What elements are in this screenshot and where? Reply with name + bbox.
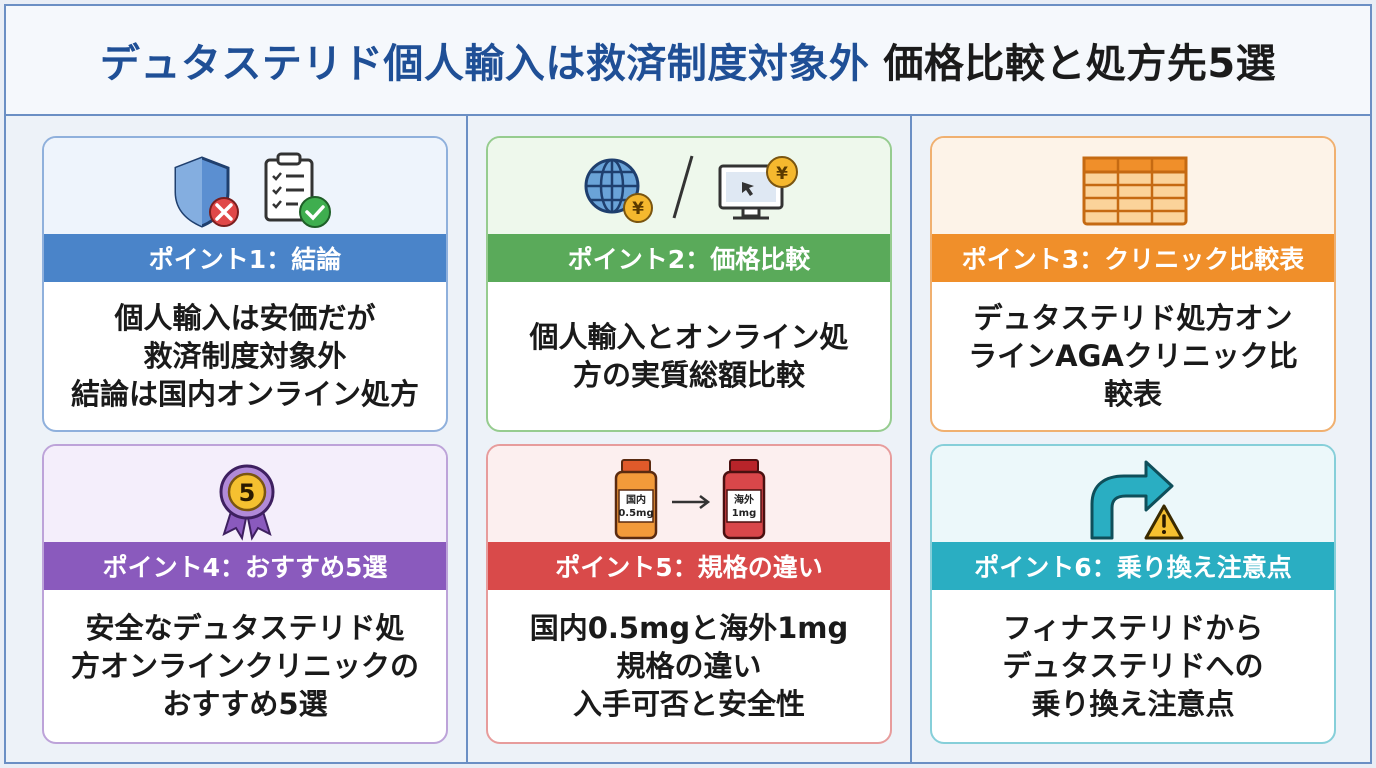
computer-yen-icon: ¥ [718, 156, 798, 220]
card-point-2: ¥ ¥ ポイント2：価格比較 個人輸入とオンライン処 方の実質総額比較 [486, 136, 892, 432]
title-part1: デュタステリド個人輸入は救済制度対象外 [99, 41, 870, 87]
card-body: フィナステリドから デュタステリドへの 乗り換え注意点 [932, 590, 1334, 742]
card-icon-area: 5 [44, 446, 446, 542]
card-band: ポイント3：クリニック比較表 [932, 234, 1334, 282]
checklist-check-icon [264, 152, 331, 228]
card-icon-area: 国内 0.5mg 海外 1mg [488, 446, 890, 542]
slash-divider [672, 155, 694, 219]
page-title: デュタステリド個人輸入は救済制度対象外価格比較と処方先5選 [100, 31, 1276, 89]
yen-symbol: ¥ [776, 164, 788, 184]
globe-yen-icon: ¥ [584, 158, 653, 223]
card-body: 国内0.5mgと海外1mg 規格の違い 入手可否と安全性 [488, 590, 890, 742]
warning-icon [1144, 504, 1184, 540]
card-body-text: 個人輸入は安価だが 救済制度対象外 結論は国内オンライン処方 [70, 300, 419, 412]
card-band: ポイント2：価格比較 [488, 234, 890, 282]
card-icon-area [932, 446, 1334, 542]
bottle-label-domestic: 国内 [626, 493, 646, 506]
shield-x-icon [174, 156, 239, 228]
card-band: ポイント1：結論 [44, 234, 446, 282]
yen-symbol: ¥ [632, 199, 644, 219]
arrow-right-icon [672, 495, 711, 509]
badge-number: 5 [239, 479, 256, 507]
turn-arrow-icon [1090, 460, 1174, 540]
card-body: デュタステリド処方オン ラインAGAクリニック比 較表 [932, 282, 1334, 430]
card-body-text: デュタステリド処方オン ラインAGAクリニック比 較表 [968, 300, 1298, 412]
title-part2: 価格比較と処方先5選 [883, 41, 1277, 87]
card-point-3: ポイント3：クリニック比較表 デュタステリド処方オン ラインAGAクリニック比 … [930, 136, 1336, 432]
card-body-text: 個人輸入とオンライン処 方の実質総額比較 [529, 319, 849, 392]
card-body: 個人輸入とオンライン処 方の実質総額比較 [488, 282, 890, 430]
card-icon-area [44, 138, 446, 234]
award-badge-icon: 5 [219, 464, 275, 541]
medicine-bottle-icon: 国内 0.5mg [614, 459, 658, 540]
header: デュタステリド個人輸入は救済制度対象外価格比較と処方先5選 [6, 6, 1370, 116]
card-point-6: ポイント6：乗り換え注意点 フィナステリドから デュタステリドへの 乗り換え注意… [930, 444, 1336, 744]
card-band: ポイント6：乗り換え注意点 [932, 542, 1334, 590]
bottle-label-domestic-dose: 0.5mg [618, 508, 653, 519]
card-point-4: 5 ポイント4：おすすめ5選 安全なデュタステリド処 方オンラインクリニックの … [42, 444, 448, 744]
card-point-1: ポイント1：結論 個人輸入は安価だが 救済制度対象外 結論は国内オンライン処方 [42, 136, 448, 432]
card-body: 安全なデュタステリド処 方オンラインクリニックの おすすめ5選 [44, 590, 446, 742]
card-body-text: フィナステリドから デュタステリドへの 乗り換え注意点 [1002, 610, 1264, 722]
bottle-label-overseas-dose: 1mg [732, 508, 757, 519]
card-point-5: 国内 0.5mg 海外 1mg ポイント5：規格の違い 国内0.5mgと海外1m… [486, 444, 892, 744]
column-divider [466, 116, 468, 764]
card-icon-area [932, 138, 1334, 234]
card-band: ポイント4：おすすめ5選 [44, 542, 446, 590]
bottle-label-overseas: 海外 [734, 493, 754, 506]
card-icon-area: ¥ ¥ [488, 138, 890, 234]
infographic-frame: デュタステリド個人輸入は救済制度対象外価格比較と処方先5選 [4, 4, 1372, 764]
card-band: ポイント5：規格の違い [488, 542, 890, 590]
column-divider [910, 116, 912, 764]
table-icon [1082, 156, 1188, 226]
medicine-bottle-icon: 海外 1mg [722, 459, 766, 540]
card-body-text: 国内0.5mgと海外1mg 規格の違い 入手可否と安全性 [529, 610, 849, 722]
card-body: 個人輸入は安価だが 救済制度対象外 結論は国内オンライン処方 [44, 282, 446, 430]
card-body-text: 安全なデュタステリド処 方オンラインクリニックの おすすめ5選 [70, 610, 419, 722]
